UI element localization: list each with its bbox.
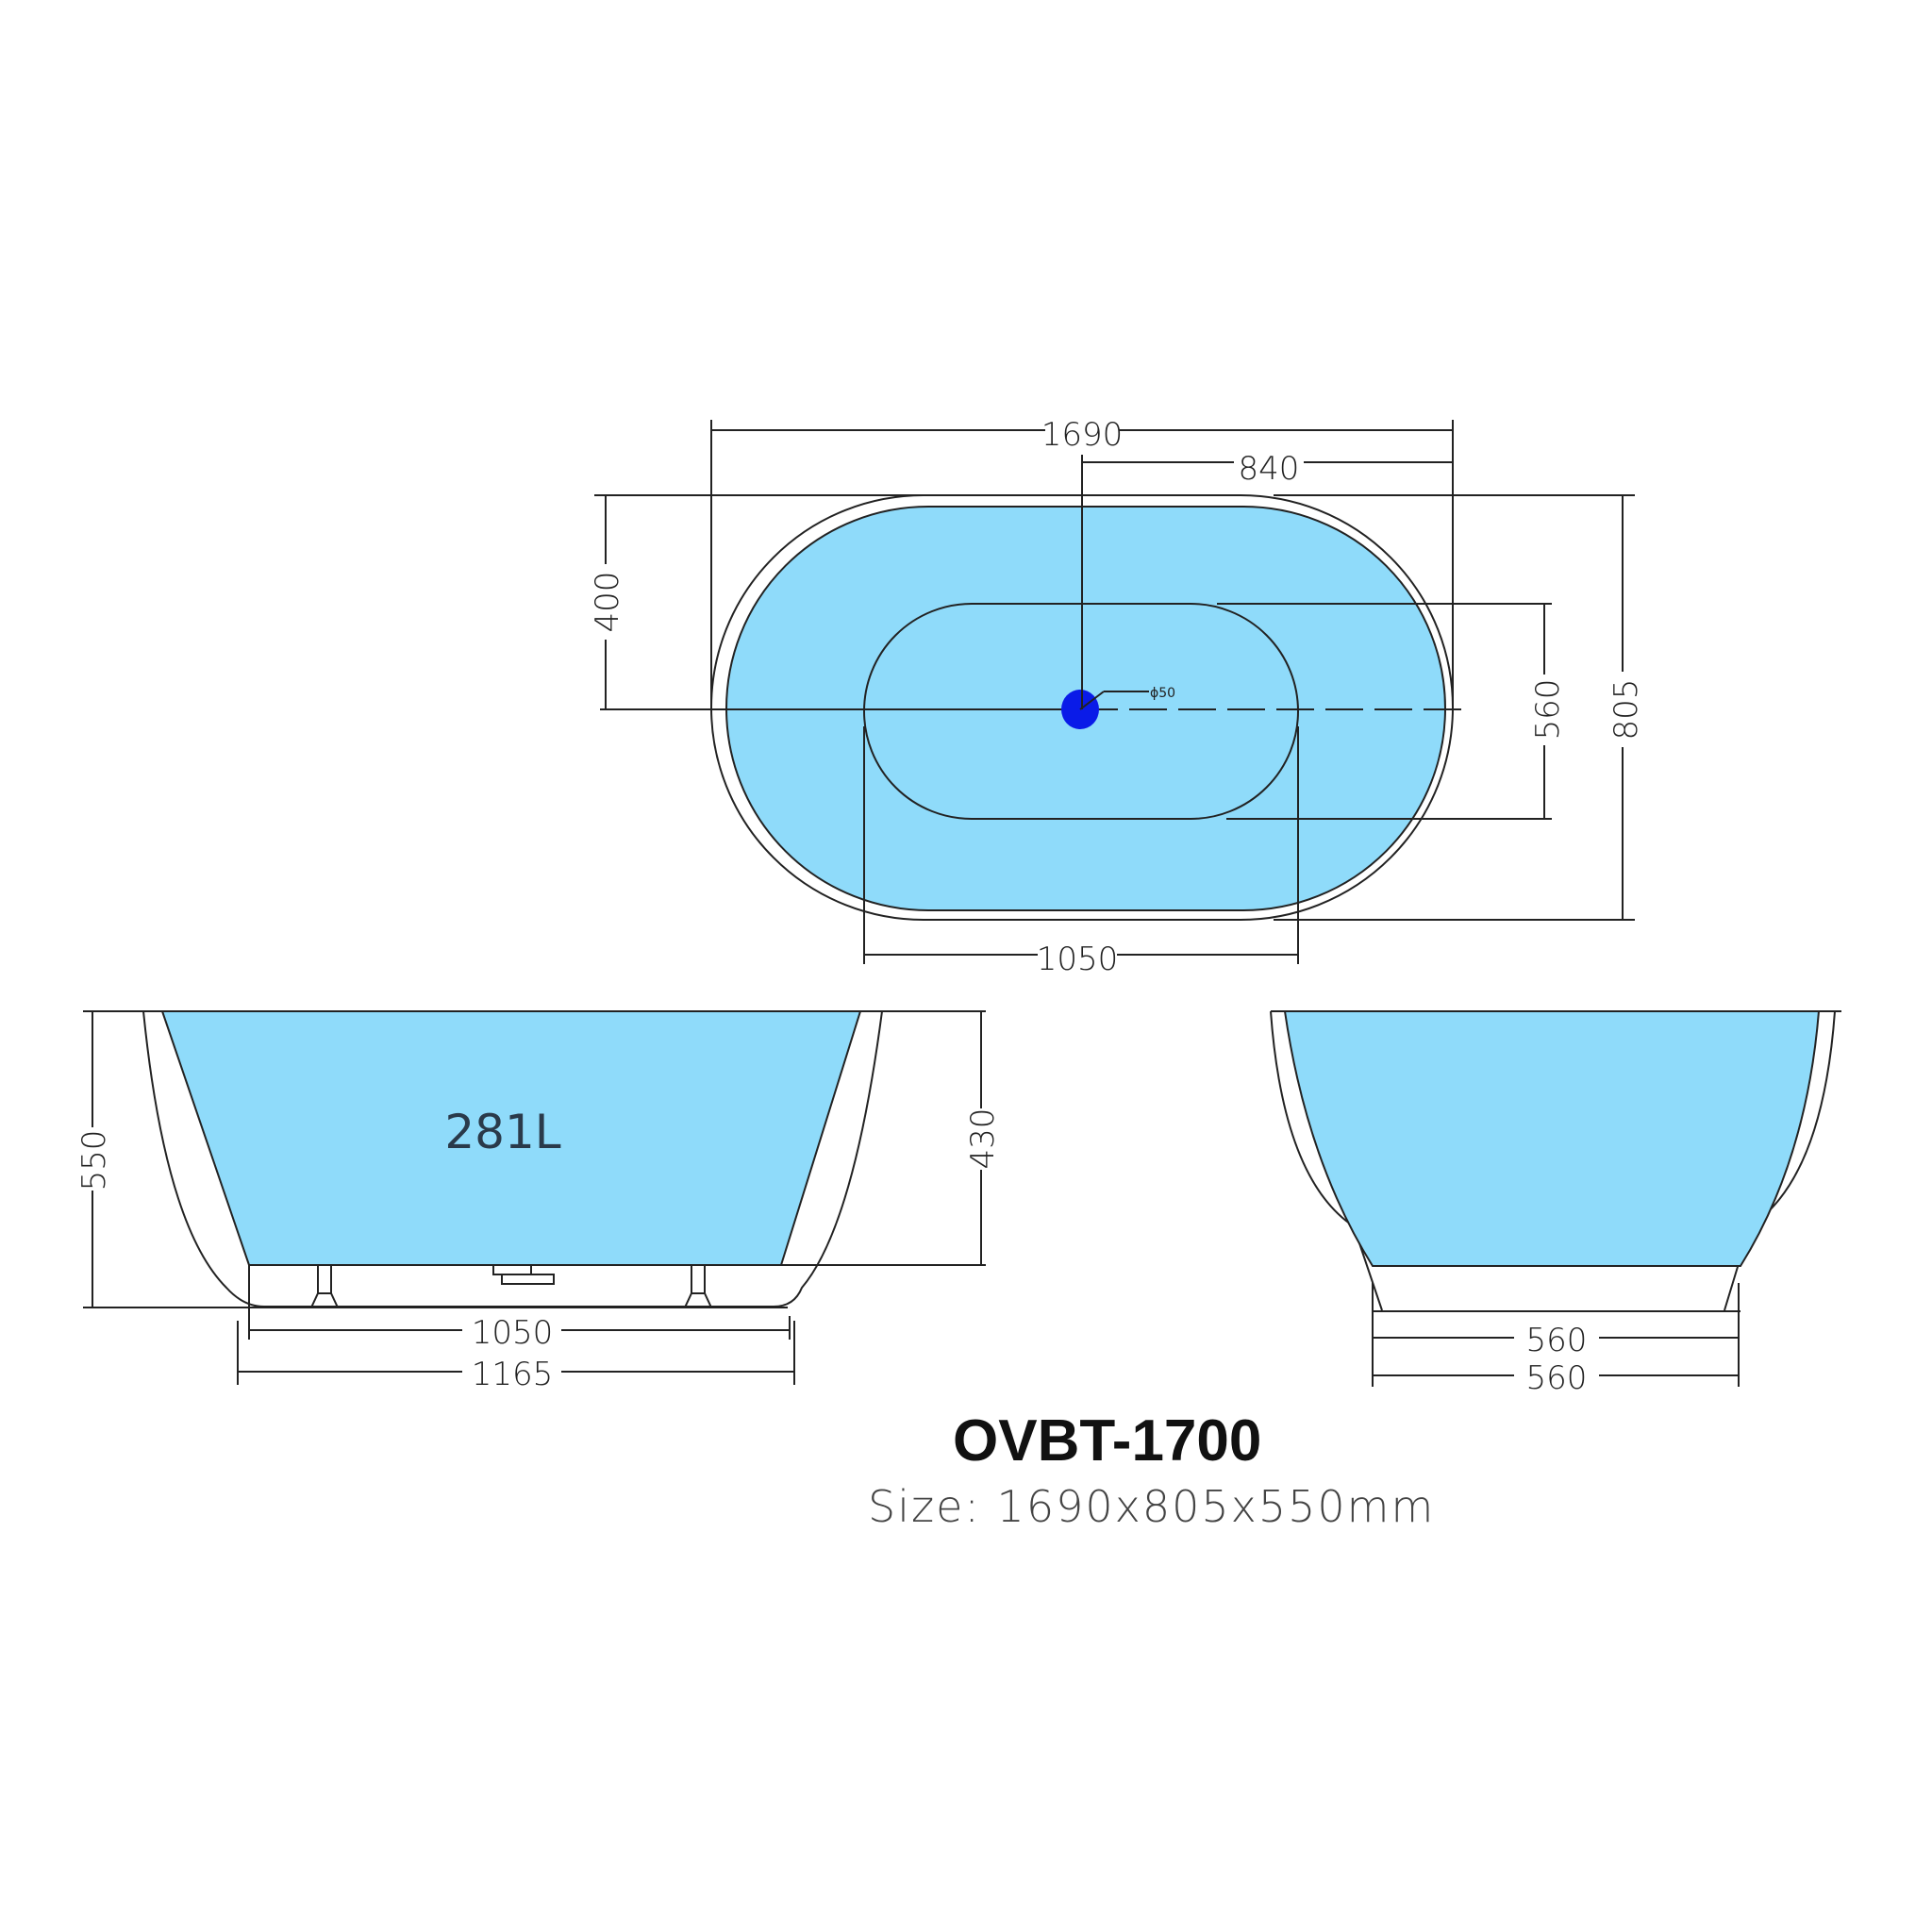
dim-inner-length: 1050 [1037, 941, 1119, 978]
drain-size-label: ϕ50 [1150, 686, 1175, 701]
top-view: ϕ50 1690 840 400 560 805 1050 [589, 416, 1645, 978]
end-view: 560 560 [1270, 1010, 1841, 1397]
dim-base-width-bottom: 560 [1526, 1359, 1588, 1397]
model-title: OVBT-1700 [953, 1408, 1262, 1474]
dim-base-width-top: 560 [1526, 1322, 1588, 1359]
dim-overall-height: 550 [75, 1130, 113, 1191]
size-label: Size: 1690x805x550mm [868, 1481, 1436, 1532]
dim-base-length-outer: 1165 [472, 1356, 554, 1393]
dim-drain-offset: 840 [1239, 450, 1300, 488]
dim-inner-width: 560 [1529, 679, 1567, 741]
dim-half-width: 400 [589, 572, 626, 633]
dim-overall-width: 805 [1607, 679, 1645, 741]
dim-base-length-inner: 1050 [472, 1314, 554, 1352]
end-view-water-fill [1283, 1010, 1821, 1267]
volume-label: 281L [444, 1105, 560, 1159]
dim-overall-length: 1690 [1041, 416, 1124, 454]
support-leg [310, 1264, 712, 1308]
waste-fitting-icon [492, 1264, 555, 1285]
side-view: 281L 550 430 1050 [75, 1010, 1002, 1393]
dim-water-depth: 430 [964, 1108, 1002, 1170]
